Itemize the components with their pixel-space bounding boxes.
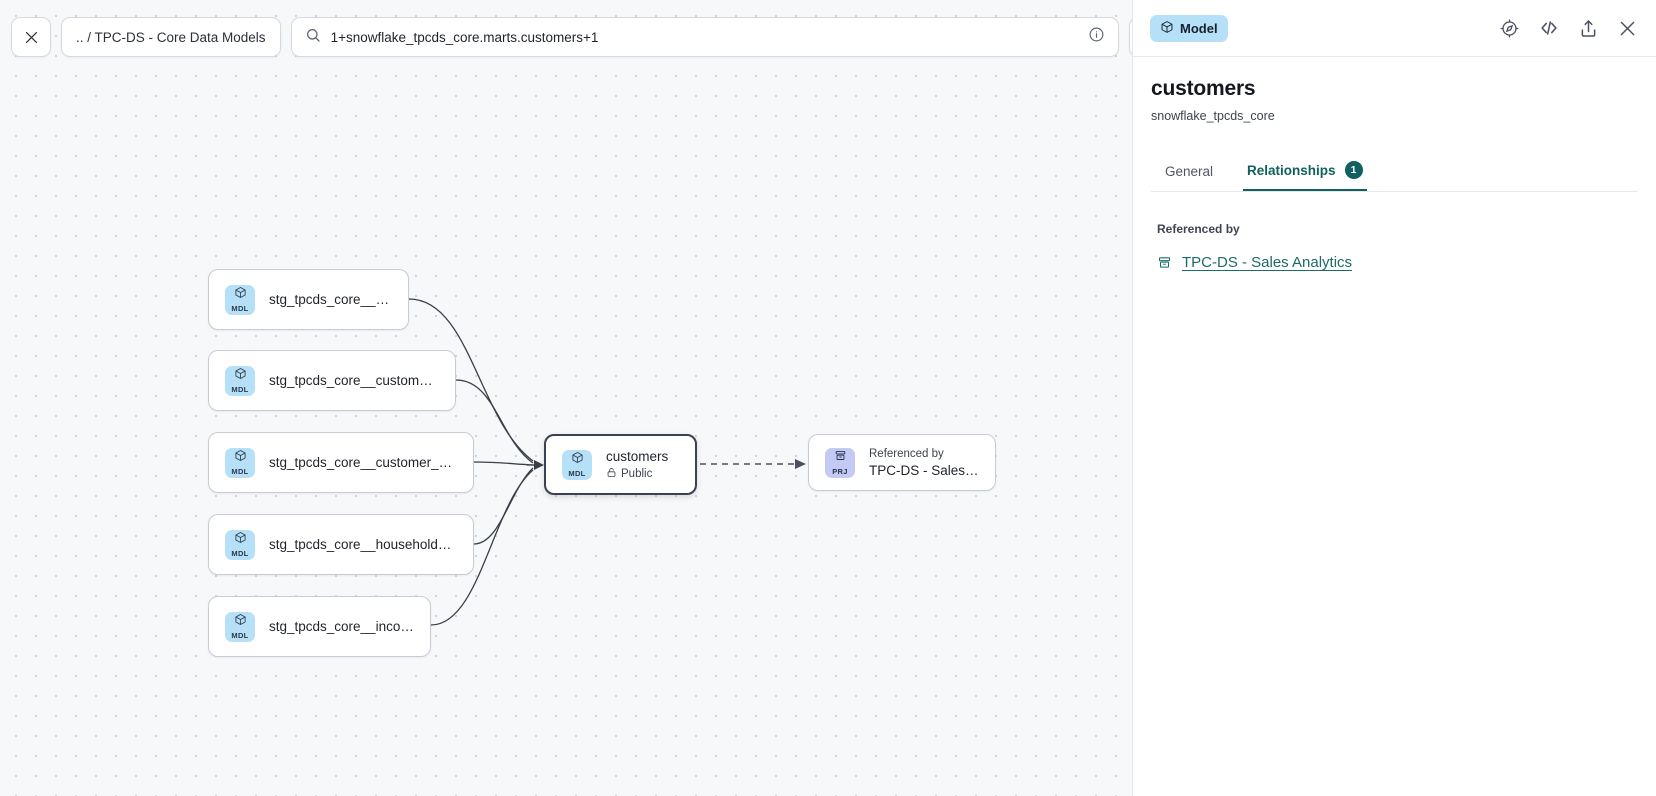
badge-type-label: MDL	[231, 467, 249, 477]
badge-mdl: MDL	[225, 284, 255, 315]
node-label: customers	[606, 448, 669, 464]
canvas-toolbar: .. / TPC-DS - Core Data Models 1+snowfla…	[11, 17, 1132, 57]
badge-type-label: PRJ	[832, 467, 848, 477]
node-project-referenced-by[interactable]: PRJ Referenced by TPC-DS - Sales Analyti…	[808, 434, 996, 491]
badge-type-label: MDL	[231, 385, 249, 395]
node-stg-customer-demographics[interactable]: MDL stg_tpcds_core__customer_demogra…	[208, 432, 474, 493]
tab-general-label: General	[1165, 164, 1214, 179]
breadcrumb[interactable]: .. / TPC-DS - Core Data Models	[61, 17, 281, 57]
status-badge: 1	[1344, 161, 1363, 179]
badge-mdl: MDL	[225, 447, 255, 478]
node-label: TPC-DS - Sales Analytics	[869, 462, 979, 478]
badge-type-label: MDL	[231, 549, 249, 559]
share-icon[interactable]	[1578, 18, 1599, 39]
node-kicker: Referenced by	[869, 447, 944, 460]
panel-tabs: General Relationships 1	[1151, 155, 1638, 192]
node-stg-income-band[interactable]: MDL stg_tpcds_core__income_band	[208, 596, 431, 657]
details-panel: Model	[1132, 0, 1656, 796]
node-visibility: Public	[606, 467, 668, 481]
node-stg-customer-address[interactable]: MDL stg_tpcds_core__customer_address	[208, 350, 456, 411]
info-icon[interactable]	[1088, 26, 1105, 48]
search-box[interactable]: 1+snowflake_tpcds_core.marts.customers+1	[290, 17, 1119, 57]
node-stg-customer[interactable]: MDL stg_tpcds_core__customer	[208, 269, 409, 330]
cube-icon	[234, 613, 247, 630]
close-icon[interactable]	[1617, 18, 1638, 39]
explore-icon[interactable]	[1499, 18, 1520, 39]
node-stg-household-demographics[interactable]: MDL stg_tpcds_core__household_demogr…	[208, 514, 474, 575]
page-title: customers	[1151, 77, 1256, 100]
search-icon	[305, 27, 321, 48]
badge-mdl: MDL	[562, 449, 592, 480]
section-label-referenced-by: Referenced by	[1157, 222, 1240, 236]
refresh-button[interactable]	[1128, 17, 1132, 57]
badge-type-label: MDL	[231, 631, 249, 641]
node-label: stg_tpcds_core__household_demogr…	[269, 537, 457, 552]
code-icon[interactable]	[1538, 17, 1560, 39]
project-icon	[834, 449, 847, 466]
lineage-edges	[408, 298, 806, 626]
badge-prj: PRJ	[825, 447, 855, 478]
close-lineage-button[interactable]	[11, 17, 51, 57]
node-label: stg_tpcds_core__customer_address	[269, 373, 439, 388]
node-label: stg_tpcds_core__customer	[269, 292, 392, 307]
lock-icon	[606, 467, 617, 481]
panel-action-group	[1499, 17, 1638, 39]
cube-icon	[234, 367, 247, 384]
cube-icon	[1160, 20, 1174, 37]
close-icon	[23, 29, 40, 46]
badge-type-label: MDL	[231, 304, 249, 314]
panel-header: Model	[1133, 0, 1656, 57]
cube-icon	[234, 286, 247, 303]
cube-icon	[234, 531, 247, 548]
model-chip-label: Model	[1180, 20, 1218, 36]
breadcrumb-label: .. / TPC-DS - Core Data Models	[76, 29, 266, 45]
model-type-chip: Model	[1150, 14, 1228, 42]
list-item[interactable]: TPC-DS - Sales Analytics	[1157, 254, 1638, 271]
search-input[interactable]: 1+snowflake_tpcds_core.marts.customers+1	[330, 29, 599, 45]
badge-mdl: MDL	[225, 365, 255, 396]
cube-icon	[571, 451, 584, 468]
badge-mdl: MDL	[225, 611, 255, 642]
node-text-stack: Referenced by TPC-DS - Sales Analytics	[869, 448, 979, 478]
badge-mdl: MDL	[225, 529, 255, 560]
tab-relationships-label: Relationships	[1247, 162, 1336, 178]
node-label: stg_tpcds_core__income_band	[269, 619, 414, 634]
node-visibility-label: Public	[621, 467, 653, 480]
tab-general[interactable]: General	[1161, 158, 1217, 191]
cube-icon	[234, 449, 247, 466]
lineage-canvas[interactable]: .. / TPC-DS - Core Data Models 1+snowfla…	[0, 0, 1132, 796]
badge-type-label: MDL	[568, 469, 586, 479]
reference-link[interactable]: TPC-DS - Sales Analytics	[1182, 254, 1353, 271]
entity-subtitle: snowflake_tpcds_core	[1151, 109, 1275, 123]
panel-body: customers snowflake_tpcds_core General R…	[1133, 57, 1656, 271]
node-label: stg_tpcds_core__customer_demogra…	[269, 455, 457, 470]
node-text-stack: customers Public	[606, 449, 668, 481]
tab-relationships[interactable]: Relationships 1	[1243, 155, 1367, 191]
project-icon	[1157, 255, 1172, 270]
node-customers-selected[interactable]: MDL customers Public	[544, 434, 697, 495]
